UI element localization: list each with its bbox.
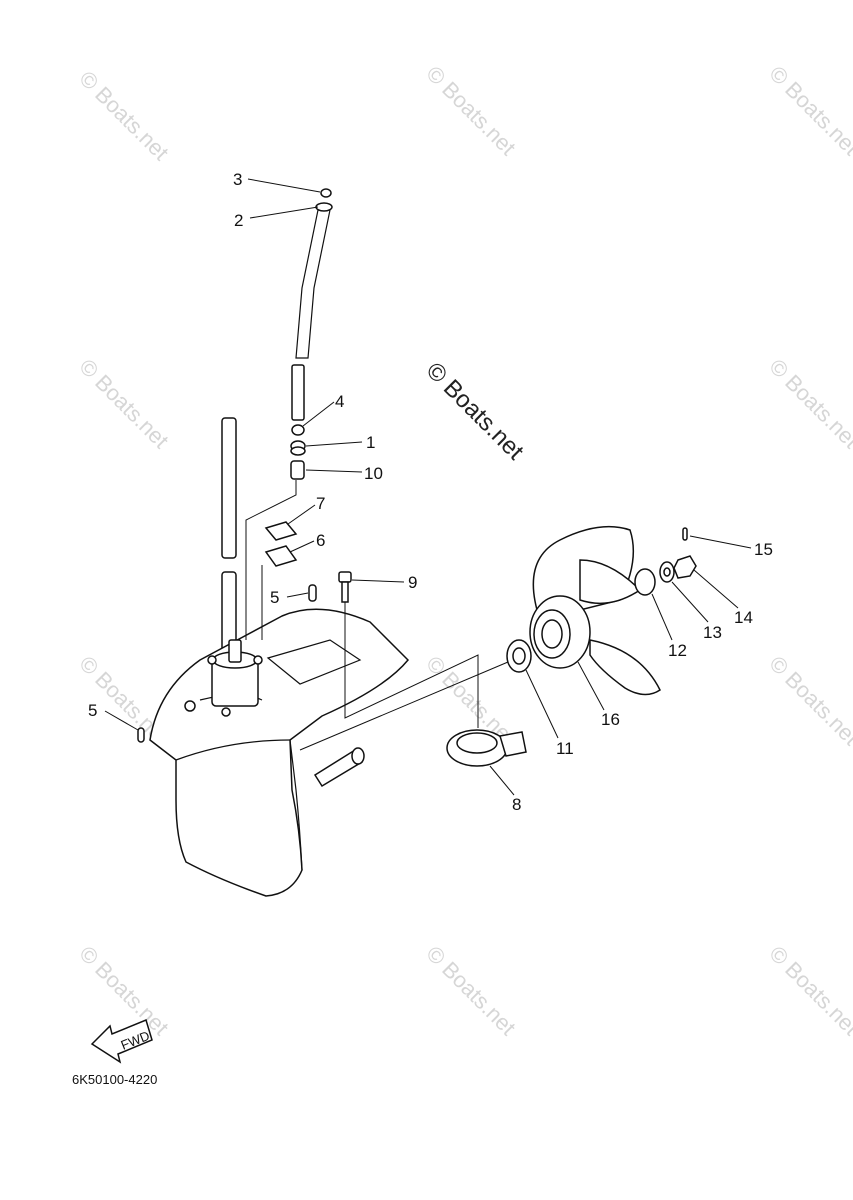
callout-8: 8 (512, 795, 521, 814)
watermark-group: © Boats.net © Boats.net © Boats.net © Bo… (74, 61, 853, 1040)
callout-5: 5 (270, 588, 279, 607)
watermark: © Boats.net (74, 941, 173, 1040)
watermark: © Boats.net (74, 66, 173, 165)
watermark: © Boats.net (421, 61, 520, 160)
thrust-washer (506, 639, 532, 673)
callout-7: 7 (316, 494, 325, 513)
fwd-arrow-icon: FWD (90, 1018, 153, 1064)
callout-11: 11 (556, 739, 574, 758)
anode-strips (264, 521, 298, 567)
callout-14: 14 (734, 608, 753, 627)
watermark: © Boats.net (764, 61, 853, 160)
propeller (529, 525, 661, 696)
watermark: © Boats.net (764, 354, 853, 453)
watermark: © Boats.net (421, 941, 520, 1040)
callout-2: 2 (234, 211, 243, 230)
seal-stack (290, 424, 306, 480)
assembly-lines (245, 480, 509, 751)
callout-10: 10 (364, 464, 383, 483)
center-watermark: © Boats.net (421, 357, 529, 465)
watermark: © Boats.net (764, 941, 853, 1040)
callout-16: 16 (601, 710, 620, 729)
water-tube (291, 188, 333, 421)
callout-5: 5 (88, 701, 97, 720)
callout-3: 3 (233, 170, 242, 189)
prop-hardware (634, 527, 697, 596)
watermark: © Boats.net (764, 651, 853, 750)
callout-15: 15 (754, 540, 773, 559)
trim-tab (446, 729, 527, 767)
callout-6: 6 (316, 531, 325, 550)
callout-13: 13 (703, 623, 722, 642)
lower-casing (149, 608, 410, 897)
watermark: © Boats.net (74, 354, 173, 453)
callout-4: 4 (335, 392, 344, 411)
diagram-code: 6K50100-4220 (72, 1072, 157, 1087)
callout-9: 9 (408, 573, 417, 592)
callout-1: 1 (366, 433, 375, 452)
drive-shaft (221, 417, 237, 653)
callout-labels: 3 2 4 1 10 7 6 9 5 5 15 14 13 12 16 11 8 (88, 170, 773, 814)
callout-leaders (104, 178, 752, 796)
callout-12: 12 (668, 641, 687, 660)
